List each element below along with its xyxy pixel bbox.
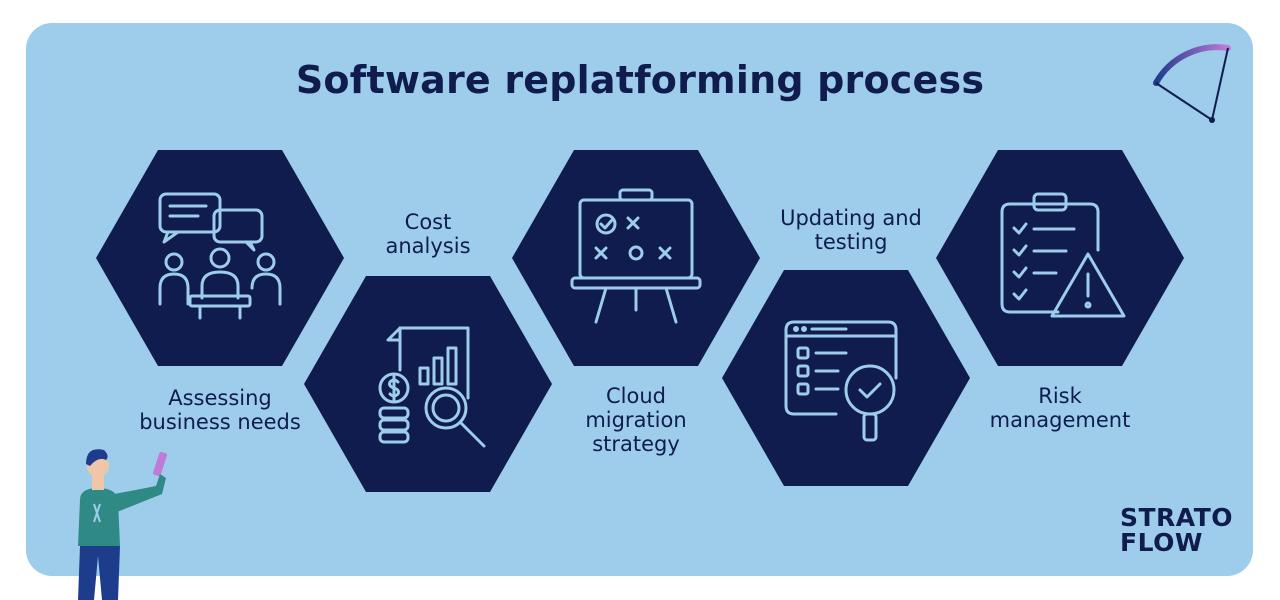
step-risk-label: Risk management xyxy=(970,384,1150,432)
step-assessing-label-line2: business needs xyxy=(139,410,301,434)
step-updating-label-line2: testing xyxy=(814,230,888,254)
step-risk-label-line2: management xyxy=(989,408,1131,432)
step-cost-label: Cost analysis xyxy=(358,210,498,258)
step-updating-label-line1: Updating and xyxy=(780,206,922,230)
presenter-illustration xyxy=(78,449,167,600)
step-assessing-label: Assessing business needs xyxy=(120,386,320,434)
step-cloud-label: Cloud migration strategy xyxy=(566,384,706,456)
brand-arc-icon xyxy=(1153,44,1231,123)
step-risk-label-line1: Risk xyxy=(1038,384,1082,408)
step-cloud-label-line2: migration xyxy=(585,408,687,432)
brand-logo-line2: FLOW xyxy=(1120,528,1203,557)
step-cloud-label-line1: Cloud xyxy=(606,384,666,408)
page-title: Software replatforming process xyxy=(295,58,985,102)
brand-logo-line1: STRATO xyxy=(1120,503,1234,532)
browser-testing-icon xyxy=(784,320,898,442)
step-cost-label-line1: Cost xyxy=(404,210,452,234)
step-updating-label: Updating and testing xyxy=(756,206,946,254)
step-cloud-label-line3: strategy xyxy=(592,432,680,456)
risk-clipboard-icon xyxy=(1000,192,1126,318)
cost-analysis-icon xyxy=(378,326,486,448)
meeting-icon xyxy=(158,192,282,320)
step-assessing-label-line1: Assessing xyxy=(168,386,272,410)
brand-logo: STRATO FLOW xyxy=(1120,505,1233,555)
strategy-board-icon xyxy=(570,188,702,324)
step-cost-analysis-hexagon xyxy=(304,276,552,492)
step-cost-label-line2: analysis xyxy=(385,234,471,258)
